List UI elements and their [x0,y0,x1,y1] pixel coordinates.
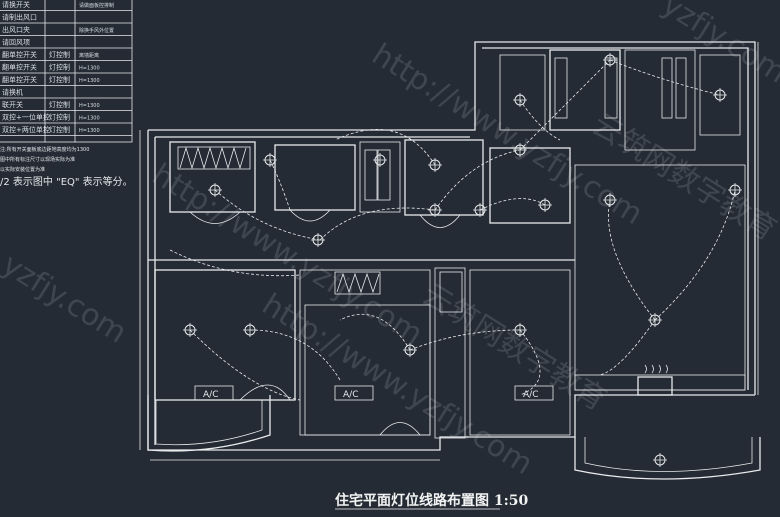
legend-name: 出风口夹 [2,25,30,34]
legend-name: 请制出风口 [2,13,37,22]
legend-note: H=1300 [79,78,100,84]
interior-walls [148,49,746,439]
ceiling-light-icon [263,153,277,167]
ceiling-light-icon [311,233,325,247]
ceiling-light-icon [513,93,527,107]
ceiling-light-icon [428,203,442,217]
ceiling-light-icon [403,343,417,357]
ceiling-light-icon [603,53,617,67]
ceiling-light-icon [473,203,487,217]
legend-note: H=1300 [79,116,100,122]
legend-name: 翻单控开关 [2,63,37,72]
legend-note: 请做面板控排制 [79,2,114,9]
legend-note: 离墙距离 [79,52,99,59]
legend-note: H=1300 [79,103,100,109]
watermark-text: yzfjy.com [0,247,133,351]
legend-name: 双控+一位单控 [2,113,50,122]
wardrobe-blocks [177,57,687,313]
ceiling-light-icon [208,183,222,197]
dimension-lines [139,42,759,461]
legend-name: 联开关 [2,100,23,109]
legend-note: H=1300 [79,66,100,72]
legend-type: 灯控制 [49,113,70,122]
ceiling-light-icon [428,158,442,172]
ceiling-light-icon [653,453,667,467]
ac-label: A/C [343,390,358,400]
ceiling-light-icon [243,323,257,337]
legend-type: 灯控制 [49,100,70,109]
ceiling-light-icon [603,193,617,207]
legend-note: H=1300 [79,128,100,134]
legend-note: 除换手风外位置 [79,27,114,34]
watermark-text: 云筑网数字教育 [586,107,780,248]
legend-name: 翻单控开关 [2,75,37,84]
legend-footnote: 图中所有标注尺寸以现场实际为准 [0,156,75,163]
legend-name: 请换机 [2,88,23,97]
legend-name: 翻单控开关 [2,50,37,59]
ceiling-light-icon [513,143,527,157]
ceiling-light-icon [183,323,197,337]
ac-units: A/C A/C A/C [194,385,554,401]
general-note: /2 表示图中 "EQ" 表示等分。 [0,175,133,188]
legend-footnote: 注:所有开关面板底边距地高度均为1300 [0,146,89,153]
ac-label: A/C [523,390,538,400]
ceiling-light-icon [538,198,552,212]
watermark-text: yzfjy.com [656,0,780,91]
ac-label: A/C [203,390,218,400]
legend-type: 灯控制 [49,63,70,72]
ceiling-light-icon [728,183,742,197]
ceiling-light-icon [648,313,662,327]
ceiling-light-icon [513,323,527,337]
legend-type: 灯控制 [49,50,70,59]
ceiling-light-icon [713,88,727,102]
drawing-title: 住宅平面灯位线路布置图 1:50 [335,492,529,509]
legend-name: 请回风项 [2,38,30,47]
light-fixtures [183,53,742,467]
legend-table: 请换开关请做面板控排制请制出风口出风口夹除换手风外位置请回风项翻单控开关灯控制离… [0,0,133,143]
lighting-circuits [169,59,736,401]
legend-footnote: 以实际安装位置为准 [0,166,45,173]
heater-symbol [637,364,673,396]
ceiling-light-icon [373,153,387,167]
legend-type: 灯控制 [49,75,70,84]
legend-name: 双控+两位单控 [2,125,50,134]
legend-name: 请换开关 [2,0,30,9]
watermark-layer: http://www.yzfjy.com http://www.yzfjy.co… [0,0,780,482]
legend-type: 灯控制 [49,125,70,134]
